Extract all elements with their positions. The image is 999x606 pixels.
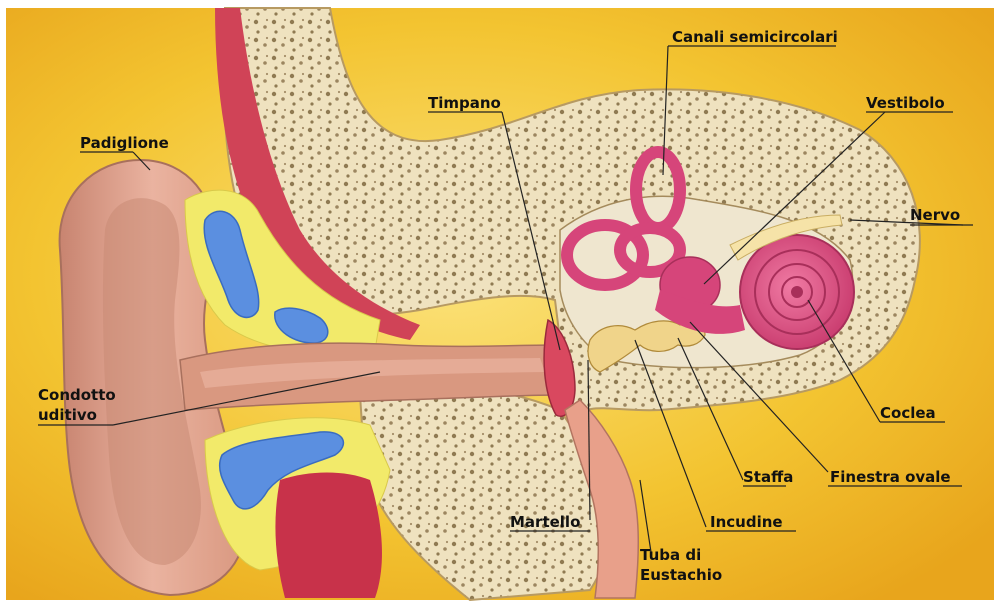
label-martello: Martello: [510, 513, 580, 531]
label-coclea: Coclea: [880, 404, 936, 422]
label-padiglione: Padiglione: [80, 134, 169, 152]
label-canali-semicircolari: Canali semicircolari: [672, 28, 838, 46]
label-nervo: Nervo: [910, 206, 960, 224]
label-finestra-ovale: Finestra ovale: [830, 468, 951, 486]
lower-muscle: [275, 473, 382, 599]
label-tuba-di-eustachio-line1: Tuba di: [640, 546, 701, 564]
label-condotto-uditivo-line2: uditivo: [38, 406, 97, 424]
label-incudine: Incudine: [710, 513, 783, 531]
label-staffa: Staffa: [743, 468, 793, 486]
label-tuba-di-eustachio-line2: Eustachio: [640, 566, 722, 584]
label-condotto-uditivo-line1: Condotto: [38, 386, 116, 404]
label-vestibolo: Vestibolo: [866, 94, 945, 112]
label-timpano: Timpano: [428, 94, 501, 112]
